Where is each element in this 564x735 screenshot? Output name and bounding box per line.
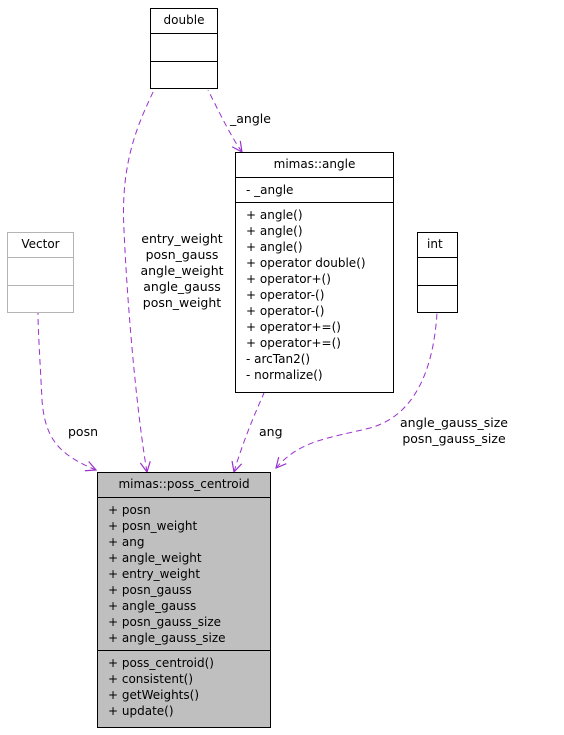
class-poss-centroid-attribute: + posn_weight xyxy=(108,519,198,533)
class-poss-centroid-method: + consistent() xyxy=(108,672,194,686)
class-int[interactable]: int xyxy=(417,232,458,313)
class-poss-centroid-attributes: + posn + posn_weight + ang + angle_weigh… xyxy=(98,497,270,650)
class-angle-methods: + angle() + angle() + angle() + operator… xyxy=(236,202,393,387)
edge-label-angle-to-double: _angle xyxy=(230,111,271,126)
edge-label-centroid-to-double: entry_weight posn_gauss angle_weight ang… xyxy=(140,231,224,310)
class-vector-name: Vector xyxy=(21,237,60,251)
class-angle-method: - arcTan2() xyxy=(246,352,311,366)
class-angle-method: + angle() xyxy=(246,208,303,222)
edge-centroid-to-angle xyxy=(234,392,265,472)
class-poss-centroid[interactable]: mimas::poss_centroid + posn + posn_weigh… xyxy=(97,472,271,728)
class-poss-centroid-methods: + poss_centroid() + consistent() + getWe… xyxy=(98,650,270,723)
class-angle-method: + operator+=() xyxy=(246,320,341,334)
class-angle-method: + operator-() xyxy=(246,288,325,302)
edge-label-centroid-to-angle: ang xyxy=(259,424,283,439)
class-double[interactable]: double xyxy=(150,8,218,89)
class-poss-centroid-attribute: + ang xyxy=(108,535,145,549)
class-poss-centroid-attribute: + entry_weight xyxy=(108,567,201,581)
class-poss-centroid-attribute: + angle_weight xyxy=(108,551,202,565)
class-int-name: int xyxy=(427,237,443,251)
class-angle-method: + operator-() xyxy=(246,304,325,318)
edge-label-centroid-to-vector: posn xyxy=(68,424,99,439)
edge-angle-to-double xyxy=(207,89,242,152)
class-poss-centroid-method: + getWeights() xyxy=(108,688,199,702)
edge-label-centroid-to-int: angle_gauss_size posn_gauss_size xyxy=(400,415,508,446)
class-poss-centroid-name: mimas::poss_centroid xyxy=(118,477,250,491)
edge-centroid-to-double xyxy=(122,89,155,472)
class-angle-method: + angle() xyxy=(246,240,303,254)
class-angle-method: - normalize() xyxy=(246,368,323,382)
class-angle-attributes: - _angle xyxy=(236,177,393,202)
class-angle-name: mimas::angle xyxy=(273,157,356,171)
class-double-attributes xyxy=(151,33,217,61)
edge-centroid-to-vector xyxy=(37,312,96,470)
class-vector[interactable]: Vector xyxy=(7,232,74,313)
class-angle-method: + operator+=() xyxy=(246,336,341,350)
edge-centroid-to-int xyxy=(276,312,438,468)
class-angle-method: + operator double() xyxy=(246,256,366,270)
class-vector-methods xyxy=(8,285,73,312)
class-poss-centroid-attribute: + angle_gauss_size xyxy=(108,631,226,645)
class-angle-method: + angle() xyxy=(246,224,303,238)
class-double-methods xyxy=(151,61,217,88)
class-poss-centroid-attribute: + posn_gauss xyxy=(108,583,192,597)
class-poss-centroid-attribute: + posn xyxy=(108,503,151,517)
class-poss-centroid-method: + update() xyxy=(108,704,174,718)
class-poss-centroid-attribute: + posn_gauss_size xyxy=(108,615,222,629)
class-poss-centroid-method: + poss_centroid() xyxy=(108,656,214,670)
class-int-attributes xyxy=(418,257,457,285)
class-poss-centroid-attribute: + angle_gauss xyxy=(108,599,197,613)
class-angle-method: + operator+() xyxy=(246,272,331,286)
class-double-name: double xyxy=(163,13,205,27)
class-int-methods xyxy=(418,285,457,312)
class-angle-attribute: - _angle xyxy=(246,183,294,197)
class-vector-attributes xyxy=(8,257,73,285)
class-angle[interactable]: mimas::angle - _angle + angle() + angle(… xyxy=(235,152,394,393)
